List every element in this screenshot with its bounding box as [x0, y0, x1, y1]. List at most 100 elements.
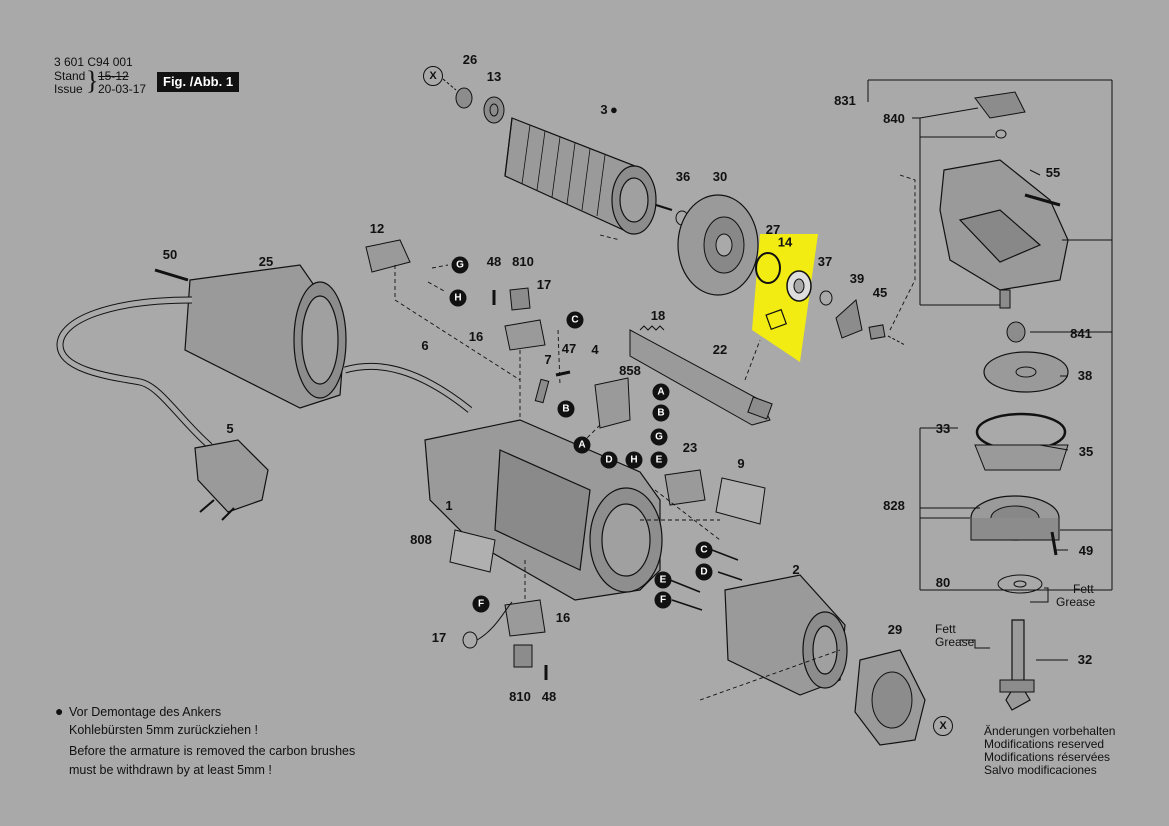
part-number: 2	[792, 562, 800, 577]
note-de-line2: Kohlebürsten 5mm zurückziehen !	[69, 723, 258, 737]
grease-label-en: Grease	[935, 635, 975, 649]
marker-g: G	[451, 256, 469, 274]
motor-housing	[424, 419, 663, 601]
marker-d: D	[600, 451, 618, 469]
modifications-en: Modifications reserved	[984, 737, 1105, 751]
part-number-highlighted: 14	[777, 234, 793, 250]
part-number: 5	[226, 421, 234, 436]
note-en-line1: Before the armature is removed the carbo…	[69, 744, 356, 758]
armature	[504, 117, 673, 235]
gear-housing	[939, 159, 1069, 291]
part-number: 808	[410, 532, 432, 547]
part-number: 29	[887, 622, 903, 637]
stator	[724, 574, 848, 696]
plug-5	[194, 439, 269, 513]
part-number: 35	[1078, 444, 1094, 459]
part-number: 32	[1077, 652, 1093, 667]
grease-label-en: Grease	[1056, 595, 1096, 609]
part-number: 16	[468, 329, 484, 344]
part-number: 25	[258, 254, 274, 269]
pinion-39	[835, 299, 863, 339]
marker-x: X	[423, 66, 443, 86]
part-number: 4	[591, 342, 599, 357]
part-number: 48	[486, 254, 502, 269]
part-number: 6	[421, 338, 429, 353]
part-number: 18	[650, 308, 666, 323]
part-number: 9	[737, 456, 745, 471]
spindle-32	[1005, 619, 1031, 711]
modifications-fr: Modifications réservées	[984, 750, 1111, 764]
part-number: 810	[512, 254, 534, 269]
marker-c: C	[695, 541, 713, 559]
highlight-part-14	[752, 234, 818, 362]
part-number: 17	[536, 277, 552, 292]
note-de-line1: Vor Demontage des Ankers	[69, 705, 222, 719]
part-number: 858	[619, 363, 641, 378]
marker-f: F	[654, 591, 672, 609]
part-number: 22	[712, 342, 728, 357]
part-number: 47	[561, 341, 577, 356]
marker-g: G	[650, 428, 668, 446]
part-number: 30	[712, 169, 728, 184]
brace-icon: }	[86, 66, 99, 95]
part-number: 3	[600, 102, 608, 117]
part-number: 840	[883, 111, 905, 126]
rear-handle	[184, 264, 347, 409]
marker-b: B	[557, 400, 575, 418]
issue-label: Issue	[54, 82, 83, 96]
note-bullet-icon: ●	[55, 703, 64, 719]
part-number: 38	[1077, 368, 1093, 383]
bearing-26	[455, 87, 473, 109]
grease-label-de: Fett	[1073, 582, 1094, 596]
part-number: 831	[834, 93, 856, 108]
part-number: 49	[1078, 543, 1094, 558]
part-number: 48	[541, 689, 557, 704]
part-number: 39	[849, 271, 865, 286]
note-en-line2: must be withdrawn by at least 5mm !	[69, 763, 272, 777]
part-number: 36	[675, 169, 691, 184]
marker-a: A	[652, 383, 670, 401]
part-number: 17	[431, 630, 447, 645]
part-number: 80	[935, 575, 951, 590]
marker-e: E	[654, 571, 672, 589]
marker-x: X	[933, 716, 953, 736]
marker-h: H	[625, 451, 643, 469]
document-number: 3 601 C94 001	[54, 55, 133, 69]
part-number: 1	[445, 498, 453, 513]
grease-label-de: Fett	[935, 622, 956, 636]
part-number: 50	[162, 247, 178, 262]
modifications-de: Änderungen vorbehalten	[984, 724, 1116, 738]
part-number: 33	[935, 421, 951, 436]
figure-label: Fig. /Abb. 1	[157, 72, 240, 92]
part-number: 27	[765, 222, 781, 237]
part-number: 55	[1045, 165, 1061, 180]
marker-h: H	[449, 289, 467, 307]
bullet-icon: ●	[610, 102, 618, 117]
stand-value: 15-12	[98, 69, 129, 83]
marker-f: F	[472, 595, 490, 613]
marker-d: D	[695, 563, 713, 581]
marker-a: A	[573, 436, 591, 454]
modifications-es: Salvo modificaciones	[984, 763, 1097, 777]
gear-38	[983, 351, 1069, 393]
part-number: 26	[462, 52, 478, 67]
marker-b: B	[652, 404, 670, 422]
part-number: 37	[817, 254, 833, 269]
part-number: 12	[369, 221, 385, 236]
bearing-13	[483, 96, 505, 124]
part-number: 13	[486, 69, 502, 84]
part-number: 828	[883, 498, 905, 513]
part-number: 23	[682, 440, 698, 455]
marker-c: C	[566, 311, 584, 329]
issue-value: 20-03-17	[98, 82, 147, 96]
part-number: 7	[544, 352, 552, 367]
part-number: 16	[555, 610, 571, 625]
marker-e: E	[650, 451, 668, 469]
stand-label: Stand	[54, 69, 86, 83]
part-number: 841	[1070, 326, 1092, 341]
ring-27	[755, 252, 781, 284]
part-number: 810	[509, 689, 531, 704]
part-number: 45	[872, 285, 888, 300]
